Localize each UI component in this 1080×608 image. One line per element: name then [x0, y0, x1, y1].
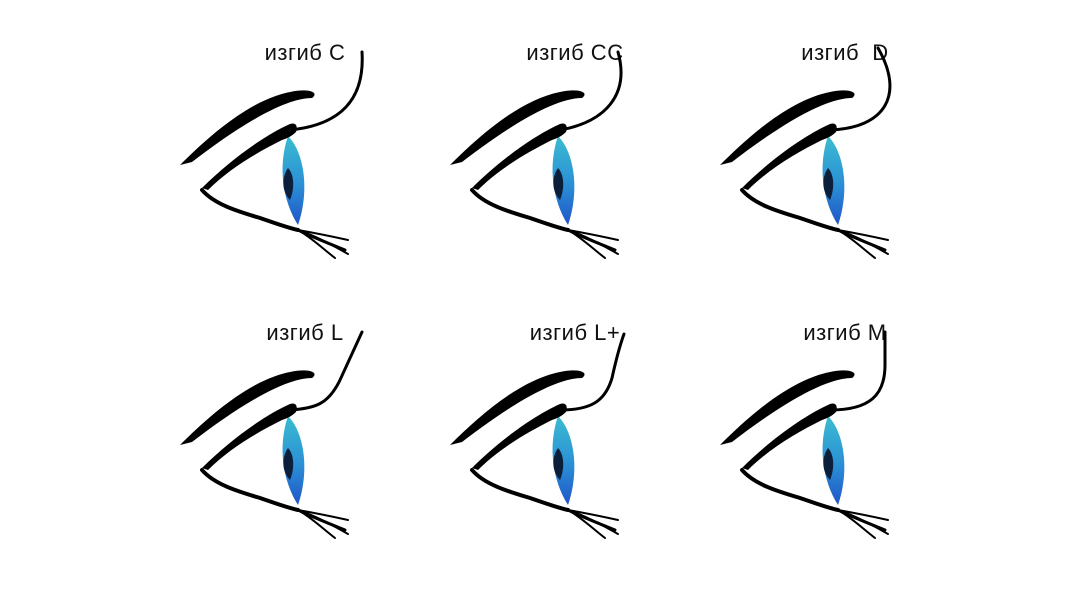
eye-profile-icon [710, 320, 980, 580]
upper-lash-curl [830, 48, 890, 130]
eye-profile-icon [710, 40, 980, 300]
eye-profile-icon [170, 320, 440, 580]
curl-panel-cc: изгиб CC [440, 40, 710, 300]
curl-panel-d: изгиб D [710, 40, 980, 300]
curl-panel-c: изгиб C [170, 40, 440, 300]
curl-panel-l-plus: изгиб L+ [440, 320, 710, 580]
curl-panel-l: изгиб L [170, 320, 440, 580]
curl-panel-m: изгиб M [710, 320, 980, 580]
eye-profile-icon [440, 320, 710, 580]
eye-profile-icon [440, 40, 710, 300]
eye-profile-icon [170, 40, 440, 300]
